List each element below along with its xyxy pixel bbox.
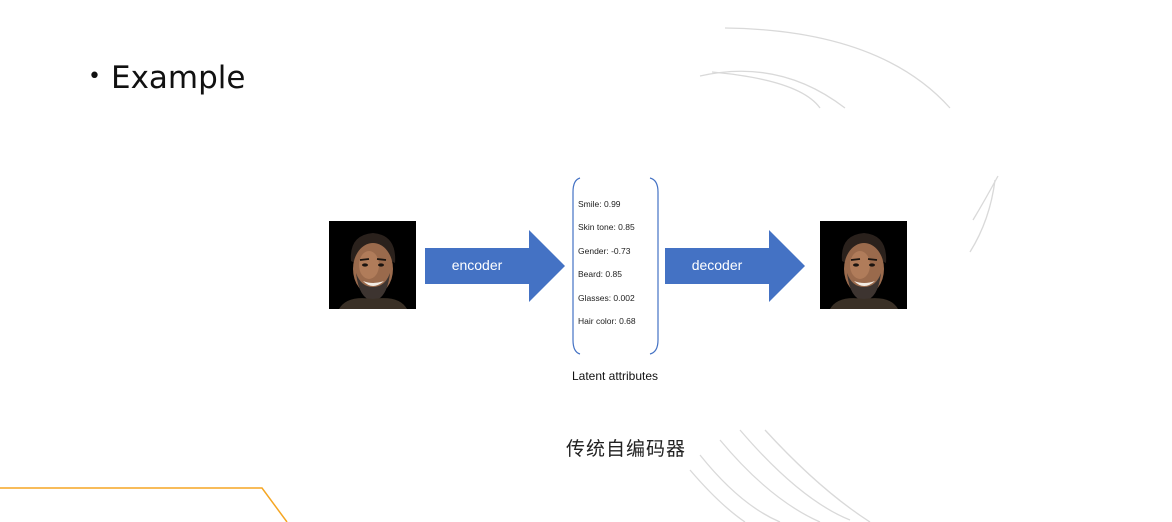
face-photo-icon: [329, 221, 416, 309]
latent-attribute-item: Gender: -0.73: [578, 245, 631, 256]
bullet-text: Example: [110, 60, 246, 96]
encoder-label: encoder: [451, 257, 503, 273]
latent-attribute-item: Skin tone: 0.85: [578, 222, 635, 233]
right-arrow-icon: [665, 230, 805, 302]
latent-attributes-box: Smile: 0.99 Skin tone: 0.85 Gender: -0.7…: [572, 176, 660, 356]
encoder-arrow: encoder: [425, 230, 567, 302]
output-face-image: [820, 221, 907, 309]
accent-line: [0, 487, 288, 522]
latent-attribute-item: Hair color: 0.68: [578, 315, 636, 326]
slide-bullet: • Example: [88, 60, 245, 96]
latent-attribute-list: Smile: 0.99 Skin tone: 0.85 Gender: -0.7…: [578, 199, 636, 339]
slide-caption: 传统自编码器: [565, 438, 686, 460]
latent-attributes-title: Latent attributes: [571, 369, 659, 383]
latent-attribute-item: Smile: 0.99: [578, 199, 621, 209]
input-face-image: [329, 221, 416, 309]
latent-attribute-item: Glasses: 0.002: [578, 292, 635, 303]
face-photo-icon: [820, 221, 907, 309]
decoder-label: decoder: [691, 257, 743, 273]
bullet-dot: •: [88, 64, 101, 89]
decorative-arcs: [689, 27, 999, 522]
decoder-arrow: decoder: [665, 230, 807, 302]
brace-icon: [572, 177, 659, 355]
latent-attribute-item: Beard: 0.85: [578, 269, 622, 280]
right-arrow-icon: [425, 230, 565, 302]
